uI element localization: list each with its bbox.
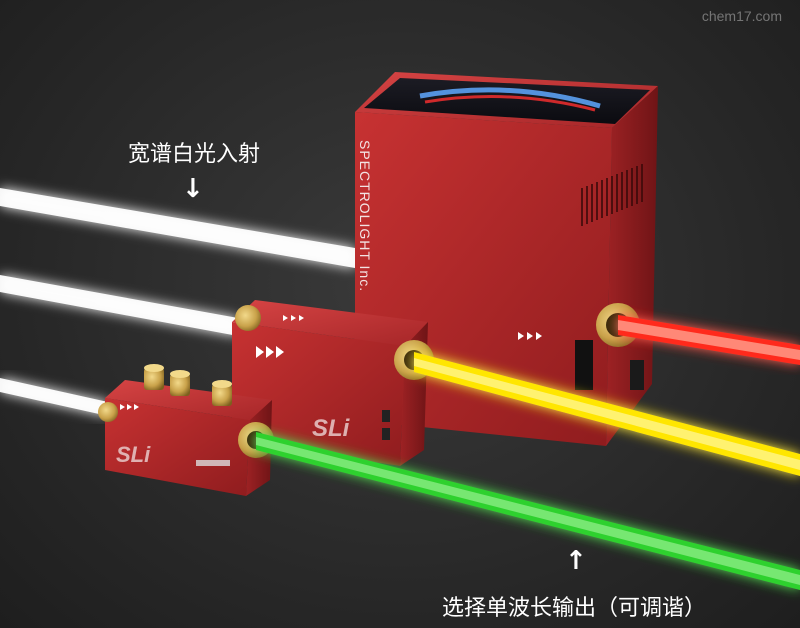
up-arrow-icon: ↑ [565,546,587,576]
down-arrow-icon: ↓ [182,174,204,204]
white-beam-top [0,188,355,268]
white-beam-middle [0,275,238,336]
yellow-beam [414,352,800,476]
logo-small-unit: SLi [116,442,151,467]
medium-monochromator-unit: SLi [232,300,434,466]
red-beam [618,315,800,365]
adjustment-knobs [144,364,232,406]
vent-grille [581,164,643,226]
output-light-label: 选择单波长输出（可调谐） [442,596,707,621]
white-beam-bottom [0,378,108,416]
brand-vertical-text: SPECTROLIGHT Inc. [357,140,373,292]
small-monochromator-unit: SLi [98,364,274,496]
input-light-label: 宽谱白光入射 [128,142,261,167]
watermark: chem17.com [701,8,782,24]
power-switch [575,340,593,390]
green-beam [256,432,800,590]
logo-medium-unit: SLi [312,415,351,442]
